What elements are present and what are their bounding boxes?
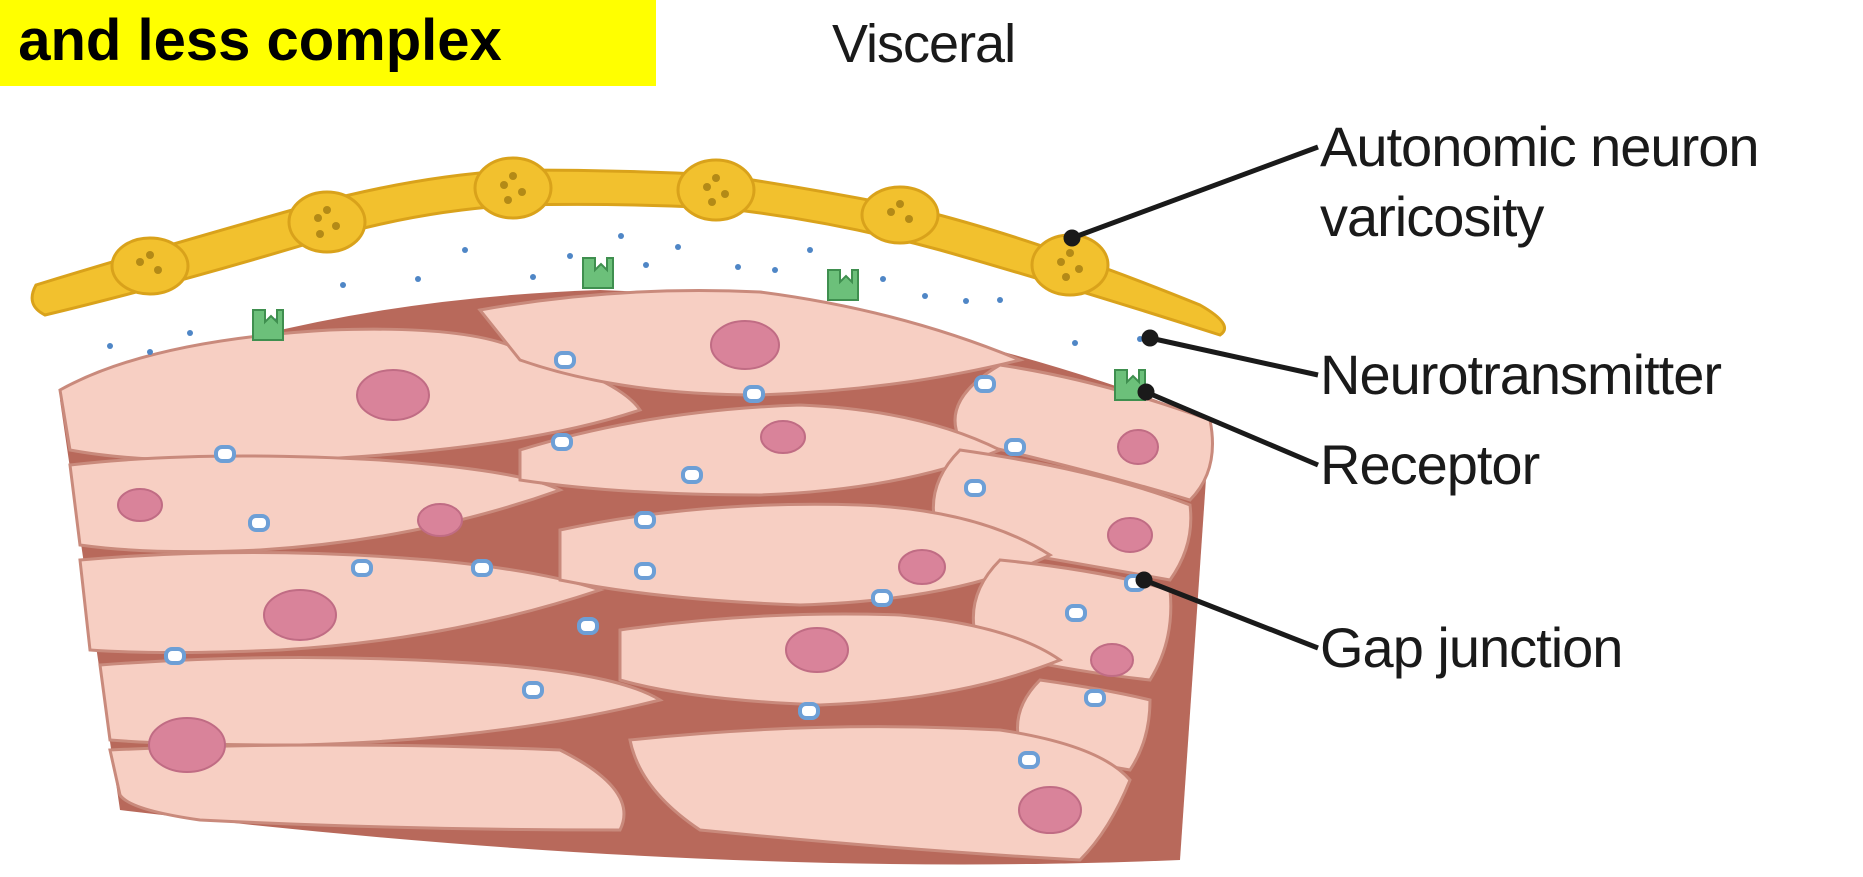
vesicle xyxy=(316,230,324,238)
leader-line-neurotransmitter xyxy=(1150,338,1318,375)
vesicle xyxy=(1075,265,1083,273)
vesicle xyxy=(500,181,508,189)
neurotransmitter-dot xyxy=(530,274,536,280)
neurotransmitter-dot xyxy=(618,233,624,239)
vesicle xyxy=(154,266,162,274)
neurotransmitter-dot xyxy=(735,264,741,270)
vesicle xyxy=(518,188,526,196)
varicosity xyxy=(475,158,551,218)
nucleus xyxy=(711,321,779,369)
neurotransmitter-dot xyxy=(1072,340,1078,346)
neurotransmitter-dot xyxy=(643,262,649,268)
leader-line-neuron xyxy=(1072,147,1318,238)
vesicle xyxy=(314,214,322,222)
neurotransmitter-dot xyxy=(567,253,573,259)
nucleus xyxy=(1091,644,1133,676)
neurotransmitter-dot xyxy=(415,276,421,282)
gap-junction xyxy=(976,377,994,391)
gap-junction xyxy=(1006,440,1024,454)
vesicle xyxy=(1062,273,1070,281)
nucleus xyxy=(761,421,805,453)
gap-junction xyxy=(250,516,268,530)
gap-junction xyxy=(966,481,984,495)
leader-dot-neurotransmitter xyxy=(1144,332,1156,344)
vesicle xyxy=(136,258,144,266)
leader-dot-gap-junction xyxy=(1138,574,1150,586)
neurotransmitter-dot xyxy=(675,244,681,250)
gap-junction xyxy=(873,591,891,605)
varicosity xyxy=(289,192,365,252)
gap-junction xyxy=(745,387,763,401)
receptor xyxy=(828,270,858,300)
receptor xyxy=(583,258,613,288)
gap-junction xyxy=(636,513,654,527)
nucleus xyxy=(1019,787,1081,833)
vesicle xyxy=(703,183,711,191)
gap-junction xyxy=(683,468,701,482)
varicosity xyxy=(862,187,938,243)
neurotransmitter-dot xyxy=(807,247,813,253)
vesicle xyxy=(905,215,913,223)
nucleus xyxy=(264,590,336,640)
nucleus xyxy=(786,628,848,672)
neurotransmitter-dot xyxy=(187,330,193,336)
neurotransmitter-dot xyxy=(772,267,778,273)
vesicle xyxy=(504,196,512,204)
neurotransmitter-dot xyxy=(107,343,113,349)
gap-junction xyxy=(1086,691,1104,705)
vesicle xyxy=(1066,249,1074,257)
neurotransmitter-dot xyxy=(147,349,153,355)
neurotransmitter-dot xyxy=(922,293,928,299)
label-neurotransmitter: Neurotransmitter xyxy=(1320,340,1721,410)
gap-junction xyxy=(353,561,371,575)
vesicle xyxy=(887,208,895,216)
gap-junction xyxy=(1020,753,1038,767)
vesicle xyxy=(708,198,716,206)
leader-dot-receptor xyxy=(1140,386,1152,398)
vesicle xyxy=(1057,258,1065,266)
gap-junction xyxy=(473,561,491,575)
neurotransmitter-dot xyxy=(963,298,969,304)
gap-junction xyxy=(216,447,234,461)
vesicle xyxy=(721,190,729,198)
gap-junction xyxy=(579,619,597,633)
vesicle xyxy=(323,206,331,214)
gap-junction xyxy=(1067,606,1085,620)
label-receptor: Receptor xyxy=(1320,430,1539,500)
varicosity xyxy=(112,238,188,294)
nucleus xyxy=(1118,430,1158,464)
receptor xyxy=(253,310,283,340)
gap-junction xyxy=(636,564,654,578)
label-varicosity: varicosity xyxy=(1320,182,1759,252)
gap-junction xyxy=(800,704,818,718)
nucleus xyxy=(418,504,462,536)
gap-junction xyxy=(524,683,542,697)
gap-junction xyxy=(556,353,574,367)
label-autonomic-neuron-varicosity: Autonomic neuron varicosity xyxy=(1320,112,1759,252)
nucleus xyxy=(357,370,429,420)
varicosity xyxy=(678,160,754,220)
nucleus xyxy=(899,550,945,584)
label-gap-junction: Gap junction xyxy=(1320,613,1622,683)
neurotransmitter-dot xyxy=(340,282,346,288)
gap-junction xyxy=(553,435,571,449)
vesicle xyxy=(509,172,517,180)
label-autonomic-neuron: Autonomic neuron xyxy=(1320,112,1759,182)
leader-dot-neuron xyxy=(1066,232,1078,244)
neurotransmitter-dot xyxy=(462,247,468,253)
nucleus xyxy=(1108,518,1152,552)
vesicle xyxy=(896,200,904,208)
neurotransmitter-dot xyxy=(880,276,886,282)
nucleus xyxy=(149,718,225,772)
vesicle xyxy=(146,251,154,259)
nucleus xyxy=(118,489,162,521)
vesicle xyxy=(712,174,720,182)
neurotransmitter-dot xyxy=(997,297,1003,303)
vesicle xyxy=(332,222,340,230)
gap-junction xyxy=(166,649,184,663)
